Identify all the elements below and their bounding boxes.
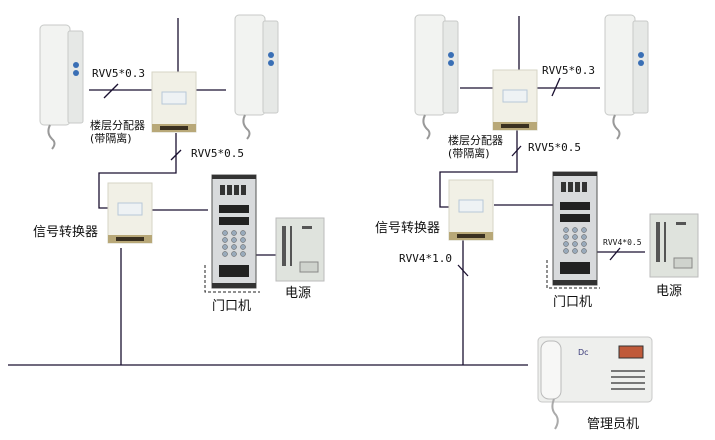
door-station-left bbox=[211, 174, 257, 289]
cable-label-power: RVV4*0.5 bbox=[603, 238, 642, 247]
indoor-handset-left-2 bbox=[234, 14, 279, 140]
master-station: Dc bbox=[537, 336, 653, 430]
signal-converter-label-right: 信号转换器 bbox=[375, 221, 440, 236]
floor-distributor-right bbox=[492, 69, 538, 131]
power-supply-label-right: 电源 bbox=[656, 284, 682, 299]
cable-label-indoor-right: RVV5*0.3 bbox=[542, 64, 595, 77]
door-station-label-right: 门口机 bbox=[553, 295, 592, 310]
door-station-right bbox=[552, 171, 598, 286]
door-station-label-left: 门口机 bbox=[212, 299, 251, 314]
cable-label-bus: RVV4*1.0 bbox=[399, 252, 452, 265]
cable-label-indoor-left: RVV5*0.3 bbox=[92, 67, 145, 80]
indoor-handset-right-1 bbox=[414, 14, 459, 140]
master-station-label: 管理员机 bbox=[587, 417, 639, 432]
floor-distributor-note-right: (带隔离) bbox=[448, 146, 490, 160]
floor-distributor-label-right: 楼层分配器 bbox=[448, 133, 503, 147]
svg-text:Dc: Dc bbox=[578, 348, 589, 357]
indoor-handset-right-2 bbox=[604, 14, 649, 140]
floor-distributor-note-left: (带隔离) bbox=[90, 131, 132, 145]
signal-converter-left bbox=[107, 182, 153, 244]
power-supply-left bbox=[275, 217, 325, 282]
signal-converter-label-left: 信号转换器 bbox=[33, 225, 98, 240]
cable-label-riser-left: RVV5*0.5 bbox=[191, 147, 244, 160]
floor-distributor-left bbox=[151, 71, 197, 133]
wiring bbox=[8, 16, 645, 366]
power-supply-right bbox=[649, 213, 699, 278]
signal-converter-right bbox=[448, 179, 494, 241]
indoor-handset-left-1 bbox=[39, 24, 84, 150]
cable-label-riser-right: RVV5*0.5 bbox=[528, 141, 581, 154]
floor-distributor-label-left: 楼层分配器 bbox=[90, 118, 145, 132]
power-supply-label-left: 电源 bbox=[285, 286, 311, 301]
